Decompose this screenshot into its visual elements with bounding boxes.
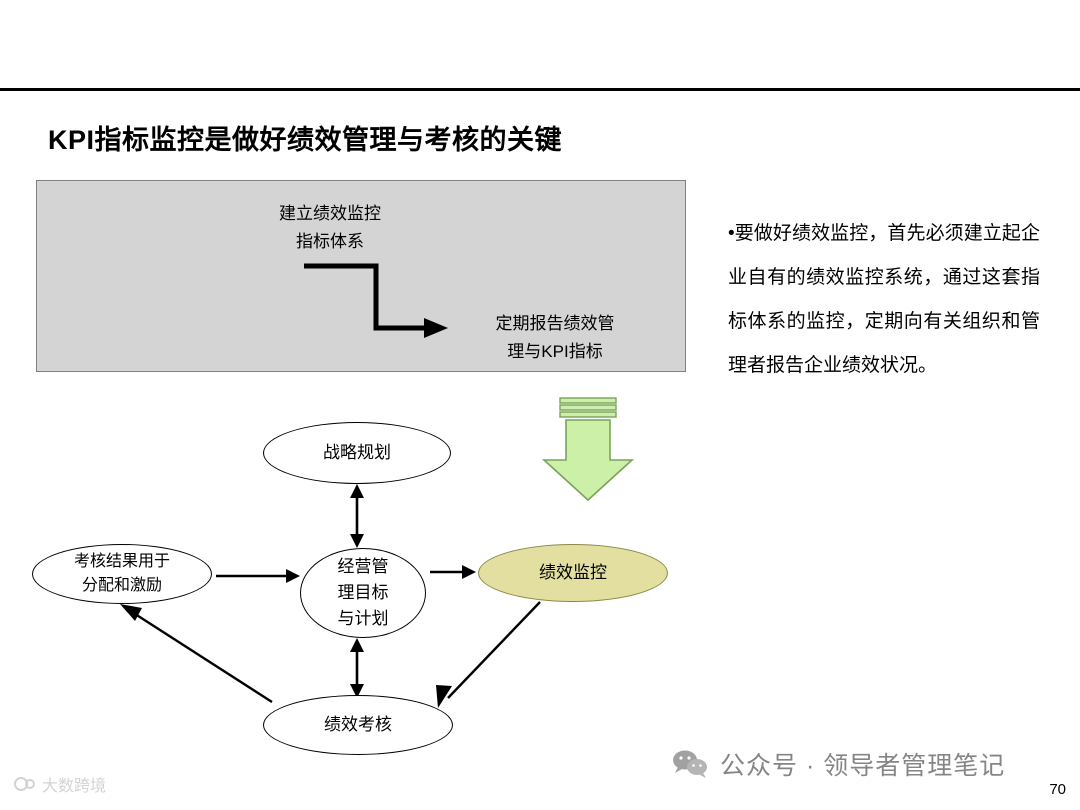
page-number: 70 [1049, 781, 1066, 798]
cycle-node-reward-label: 考核结果用于 分配和激励 [74, 550, 170, 598]
cycle-node-reward-line2: 分配和激励 [81, 577, 162, 594]
green-down-arrow-icon [541, 397, 635, 502]
cycle-node-reward[interactable]: 考核结果用于 分配和激励 [32, 544, 212, 604]
cycle-node-assess-label: 绩效考核 [324, 715, 392, 734]
process-box-label-bottom-line1: 定期报告绩效管 [495, 314, 615, 333]
brand-logo-icon [14, 777, 35, 791]
process-box-label-top-line1: 建立绩效监控 [279, 204, 381, 223]
wechat-watermark: 公众号 · 领导者管理笔记 [672, 746, 1005, 782]
cycle-diagram: 战略规划 考核结果用于 分配和激励 经营管 理目标 与计划 绩效监控 绩效考核 [0, 380, 720, 780]
wechat-icon [673, 750, 707, 778]
cycle-connectors [120, 484, 541, 708]
explanation-body: 要做好绩效监控，首先必须建立起企业自有的绩效监控系统，通过这套指标体系的监控，定… [728, 223, 1040, 376]
cycle-node-strategy-label: 战略规划 [323, 443, 391, 462]
cycle-node-strategy[interactable]: 战略规划 [263, 422, 451, 484]
page-title: KPI指标监控是做好绩效管理与考核的关键 [48, 125, 563, 155]
brand-watermark-text: 大数跨境 [42, 778, 107, 795]
cycle-node-monitor[interactable]: 绩效监控 [478, 544, 668, 602]
process-box-label-top-line2: 指标体系 [296, 232, 364, 251]
cycle-node-center-line1: 经营管 [337, 557, 389, 576]
cycle-node-center-line2: 理目标 [337, 583, 389, 602]
cycle-node-assess[interactable]: 绩效考核 [263, 695, 453, 755]
step-arrow-icon [304, 263, 448, 338]
cycle-node-monitor-label: 绩效监控 [539, 563, 607, 582]
cycle-node-center[interactable]: 经营管 理目标 与计划 [300, 548, 426, 638]
process-box-label-top: 建立绩效监控 指标体系 [180, 200, 480, 256]
process-box [36, 180, 686, 372]
process-box-label-bottom: 定期报告绩效管 理与KPI指标 [440, 310, 670, 366]
header-divider [0, 88, 1080, 91]
cycle-node-center-line3: 与计划 [337, 609, 389, 628]
explanation-paragraph: •要做好绩效监控，首先必须建立起企业自有的绩效监控系统，通过这套指标体系的监控，… [728, 212, 1040, 388]
cycle-node-reward-line1: 考核结果用于 [73, 553, 170, 570]
cycle-node-center-label: 经营管 理目标 与计划 [338, 554, 389, 632]
bullet-marker: • [728, 223, 735, 244]
brand-watermark: 大数跨境 [14, 772, 106, 796]
wechat-watermark-text: 公众号 · 领导者管理笔记 [720, 752, 1006, 780]
process-box-label-bottom-line2: 理与KPI指标 [507, 342, 603, 361]
